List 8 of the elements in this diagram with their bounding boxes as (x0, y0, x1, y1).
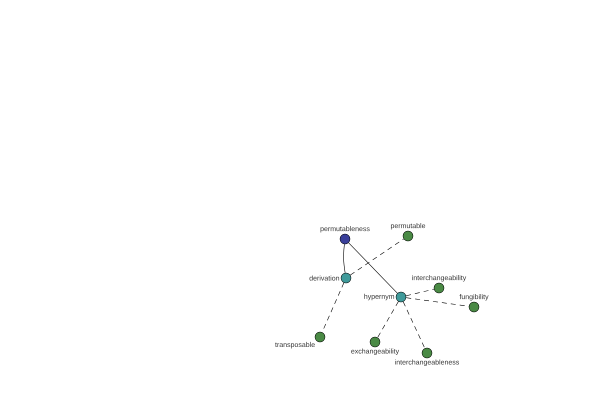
connector-line (348, 242, 398, 294)
connector-line (406, 288, 434, 296)
connector-line (322, 282, 344, 332)
connector-line (350, 238, 404, 276)
connector-line (377, 301, 399, 338)
connector-line (402, 301, 426, 349)
connector-line (406, 297, 470, 307)
connector-line (343, 244, 346, 274)
